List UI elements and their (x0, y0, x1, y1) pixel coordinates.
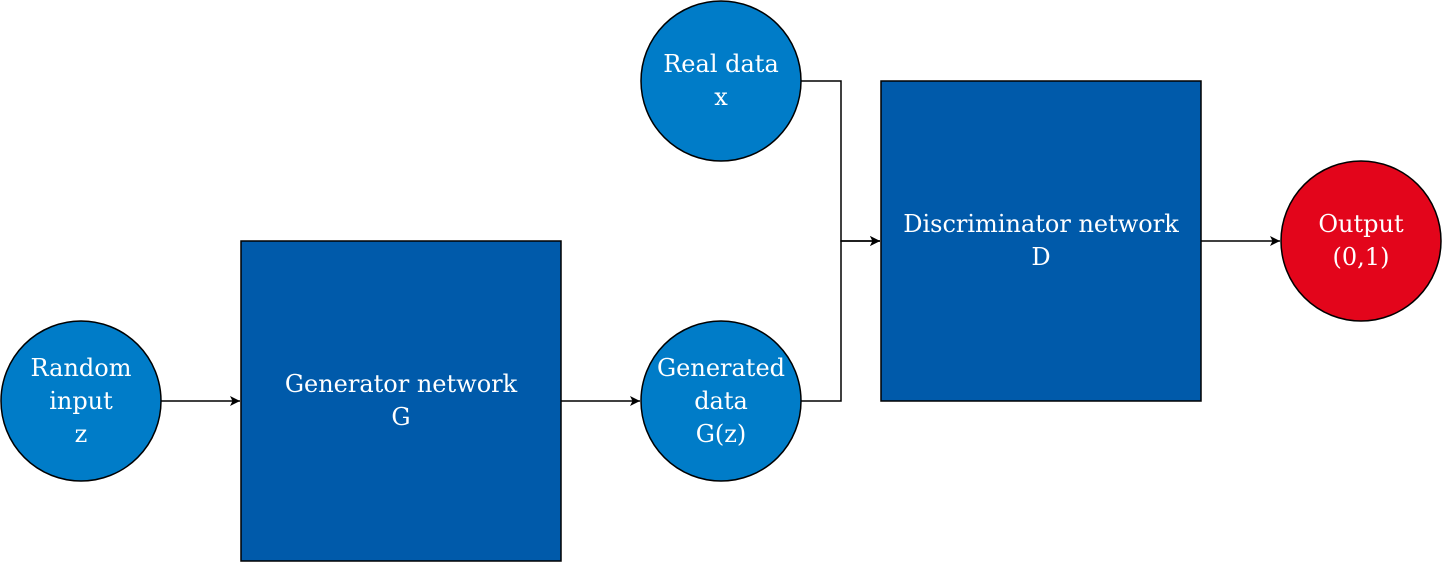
edge-real-to-discriminator (801, 80, 880, 246)
output-node (1280, 160, 1442, 322)
generator-network-node (240, 240, 562, 562)
real-data-node (640, 0, 802, 162)
generated-data-node (640, 320, 802, 482)
discriminator-network-node (880, 80, 1202, 402)
random-input-node (0, 320, 162, 482)
edge-generated-to-discriminator (801, 236, 880, 402)
